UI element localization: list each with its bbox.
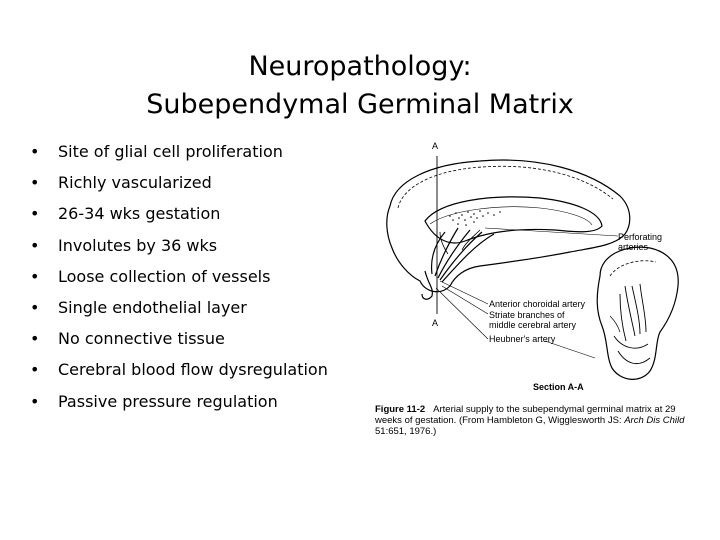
caption-text-1: Arterial supply to the subependymal germ… <box>375 404 676 426</box>
bullet-item: • Involutes by 36 wks <box>30 230 328 261</box>
bullet-item: • Loose collection of vessels <box>30 261 328 292</box>
hemisphere-outline <box>386 159 631 293</box>
bullet-dot: • <box>30 391 40 411</box>
bullet-dot: • <box>30 204 40 224</box>
striate-line-1: Striate branches of <box>489 310 565 320</box>
label-anterior-choroidal: Anterior choroidal artery <box>489 299 586 309</box>
bullet-item: • Passive pressure regulation <box>30 386 328 417</box>
label-a-top: A <box>432 141 439 151</box>
bullet-text: Richly vascularized <box>58 173 212 193</box>
caption-journal: Arch Dis Child <box>624 415 685 426</box>
label-section: Section A-A <box>533 382 584 392</box>
anatomy-figure: A A Perforating arteries Anterior choroi… <box>370 136 710 476</box>
bullet-text: Single endothelial layer <box>58 297 247 317</box>
bullet-item: • Cerebral blood flow dysregulation <box>30 354 328 385</box>
bullet-text: Passive pressure regulation <box>58 391 278 411</box>
striate-line-2: middle cerebral artery <box>489 320 577 330</box>
brain-illustration <box>386 156 679 380</box>
bullet-text: Cerebral blood flow dysregulation <box>58 360 328 380</box>
bullet-dot: • <box>30 173 40 193</box>
bullet-text: Loose collection of vessels <box>58 266 271 286</box>
caption-figure-number: Figure 11-2 <box>375 404 426 415</box>
bullet-text: Site of glial cell proliferation <box>58 142 283 161</box>
label-heubner: Heubner's artery <box>489 334 556 344</box>
label-striate-branches: Striate branches of middle cerebral arte… <box>489 310 576 330</box>
slide-title: Neuropathology: Subependymal Germinal Ma… <box>0 48 720 124</box>
bullet-text: Involutes by 36 wks <box>58 235 218 255</box>
bullet-text: No connective tissue <box>58 329 225 349</box>
bullet-list: • Site of glial cell proliferation • Richl… <box>30 136 328 417</box>
label-a-bottom: A <box>432 318 439 328</box>
caption-text-2: 51:651, 1976.) <box>375 426 437 437</box>
label-perforating-arteries: Perforating arteries <box>618 232 662 252</box>
bullet-item: • 26-34 wks gestation <box>30 198 328 229</box>
bullet-dot: • <box>30 235 40 255</box>
bullet-item: • Site of glial cell proliferation <box>30 136 328 167</box>
title-line-1: Neuropathology: <box>248 51 472 83</box>
bullet-item: • Single endothelial layer <box>30 292 328 323</box>
title-line-2: Subependymal Germinal Matrix <box>146 89 574 121</box>
perforating-line-2: arteries <box>618 242 649 252</box>
perforating-line-1: Perforating <box>618 232 663 242</box>
bullet-dot: • <box>30 360 40 380</box>
bullet-dot: • <box>30 329 40 349</box>
ventricle-outline <box>424 196 603 244</box>
bullet-item: • No connective tissue <box>30 323 328 354</box>
bullet-dot: • <box>30 297 40 317</box>
bullet-text: 26-34 wks gestation <box>58 204 221 224</box>
bullet-dot: • <box>30 266 40 286</box>
section-outline <box>596 246 679 380</box>
bullet-item: • Richly vascularized <box>30 167 328 198</box>
bullet-dot: • <box>30 142 40 161</box>
